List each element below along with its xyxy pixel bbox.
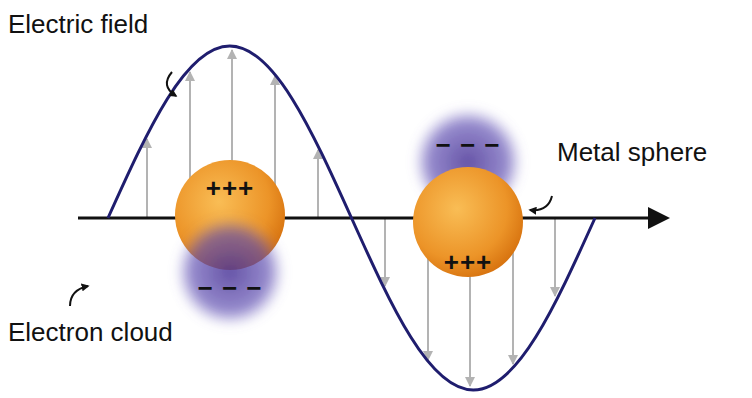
leader-hook (70, 286, 88, 306)
negative-charge: − − − (436, 132, 501, 158)
callout-label: Electron cloud (8, 318, 173, 347)
metal-sphere: +++ (413, 167, 523, 277)
cloud-shape (180, 222, 280, 322)
electric-field-wave (108, 46, 595, 390)
cloud-body (175, 217, 285, 327)
leader-hook (167, 72, 176, 96)
propagation-axis (78, 217, 650, 220)
positive-charge: +++ (206, 175, 255, 201)
electron-cloud: − − − (180, 222, 280, 322)
leader-hook (530, 196, 552, 210)
leader-hooks (70, 72, 552, 306)
positive-charge: +++ (444, 249, 493, 275)
negative-charge: − − − (198, 275, 263, 301)
callout-label: Metal sphere (557, 138, 707, 167)
callout-label: Electric field (8, 10, 148, 39)
sphere-body (413, 167, 523, 277)
axis-arrowhead (648, 207, 670, 229)
